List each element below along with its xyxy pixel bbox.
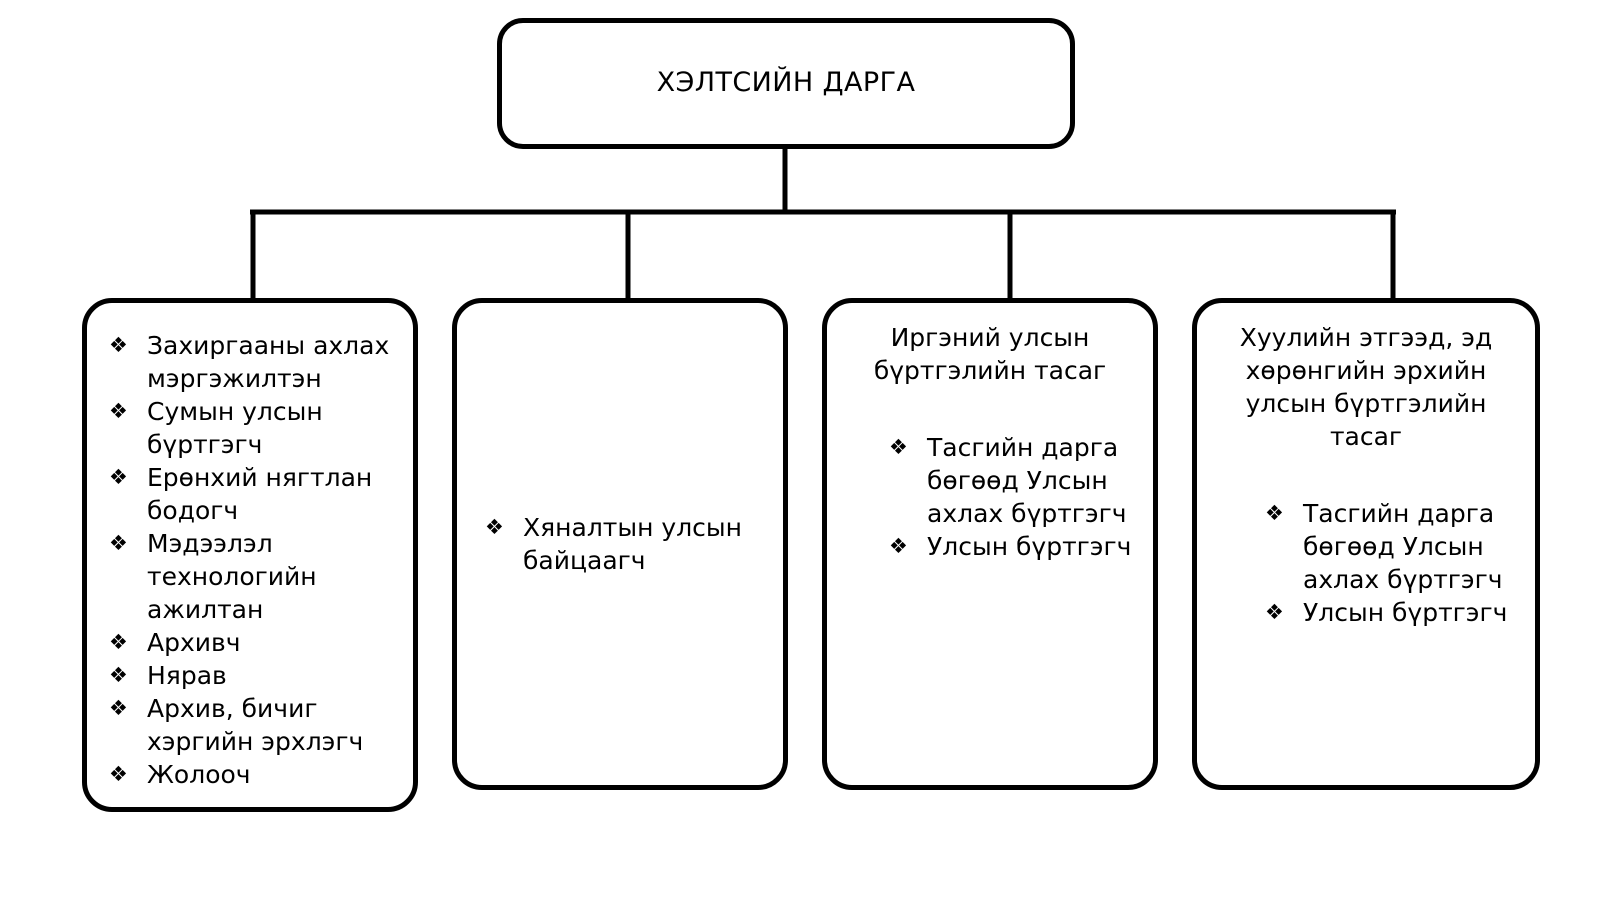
list-item: ❖ Хяналтын улсын байцаагч: [485, 511, 783, 577]
list-item-label: Ерөнхий нягтлан бодогч: [147, 463, 373, 525]
diamond-bullet-icon: ❖: [109, 531, 128, 555]
node-unit-4[interactable]: Хуулийн этгээд, эд хөрөнгийн эрхийн улсы…: [1192, 298, 1540, 790]
list-item: ❖ Сумын улсын бүртгэгч: [109, 395, 413, 461]
unit-2-list: ❖ Хяналтын улсын байцаагч: [485, 511, 783, 577]
diamond-bullet-icon: ❖: [889, 534, 908, 558]
list-item: ❖ Улсын бүртгэгч: [1265, 596, 1535, 629]
list-item-label: Жолооч: [147, 760, 251, 789]
diamond-bullet-icon: ❖: [1265, 501, 1284, 525]
diamond-bullet-icon: ❖: [1265, 600, 1284, 624]
list-item-label: Сумын улсын бүртгэгч: [147, 397, 323, 459]
unit-4-list: ❖ Тасгийн дарга бөгөөд Улсын ахлах бүртг…: [1265, 497, 1535, 629]
diamond-bullet-icon: ❖: [109, 465, 128, 489]
unit-1-list: ❖ Захиргааны ахлах мэргэжилтэн ❖ Сумын у…: [109, 329, 413, 791]
diamond-bullet-icon: ❖: [109, 696, 128, 720]
list-item-label: Захиргааны ахлах мэргэжилтэн: [147, 331, 390, 393]
list-item-label: Нярав: [147, 661, 227, 690]
node-unit-2[interactable]: ❖ Хяналтын улсын байцаагч: [452, 298, 788, 790]
unit-2-list-wrap: ❖ Хяналтын улсын байцаагч: [457, 303, 783, 785]
list-item-label: Хяналтын улсын байцаагч: [523, 513, 743, 575]
root-title: ХЭЛТСИЙН ДАРГА: [656, 67, 916, 99]
diamond-bullet-icon: ❖: [889, 435, 908, 459]
list-item: ❖ Улсын бүртгэгч: [889, 530, 1153, 563]
diamond-bullet-icon: ❖: [485, 515, 504, 539]
node-unit-1[interactable]: ❖ Захиргааны ахлах мэргэжилтэн ❖ Сумын у…: [82, 298, 418, 812]
unit-4-title: Хуулийн этгээд, эд хөрөнгийн эрхийн улсы…: [1239, 323, 1493, 451]
list-item-label: Улсын бүртгэгч: [1303, 598, 1508, 627]
list-item: ❖ Жолооч: [109, 758, 413, 791]
list-item-label: Архив, бичиг хэргийн эрхлэгч: [147, 694, 364, 756]
diamond-bullet-icon: ❖: [109, 630, 128, 654]
diamond-bullet-icon: ❖: [109, 333, 128, 357]
list-item: ❖ Нярав: [109, 659, 413, 692]
list-item-label: Мэдээлэл технологийн ажилтан: [147, 529, 317, 624]
list-item: ❖ Мэдээлэл технологийн ажилтан: [109, 527, 413, 626]
node-unit-3[interactable]: Иргэний улсын бүртгэлийн тасаг ❖ Тасгийн…: [822, 298, 1158, 790]
list-item-label: Тасгийн дарга бөгөөд Улсын ахлах бүртгэг…: [927, 433, 1127, 528]
unit-3-list: ❖ Тасгийн дарга бөгөөд Улсын ахлах бүртг…: [889, 431, 1153, 563]
diamond-bullet-icon: ❖: [109, 762, 128, 786]
list-item: ❖ Захиргааны ахлах мэргэжилтэн: [109, 329, 413, 395]
diamond-bullet-icon: ❖: [109, 663, 128, 687]
list-item: ❖ Ерөнхий нягтлан бодогч: [109, 461, 413, 527]
list-item-label: Архивч: [147, 628, 241, 657]
list-item: ❖ Архив, бичиг хэргийн эрхлэгч: [109, 692, 413, 758]
diamond-bullet-icon: ❖: [109, 399, 128, 423]
list-item: ❖ Тасгийн дарга бөгөөд Улсын ахлах бүртг…: [1265, 497, 1535, 596]
node-root[interactable]: ХЭЛТСИЙН ДАРГА: [497, 18, 1075, 149]
list-item-label: Тасгийн дарга бөгөөд Улсын ахлах бүртгэг…: [1303, 499, 1503, 594]
unit-3-title: Иргэний улсын бүртгэлийн тасаг: [873, 323, 1107, 385]
list-item: ❖ Тасгийн дарга бөгөөд Улсын ахлах бүртг…: [889, 431, 1153, 530]
list-item-label: Улсын бүртгэгч: [927, 532, 1132, 561]
list-item: ❖ Архивч: [109, 626, 413, 659]
